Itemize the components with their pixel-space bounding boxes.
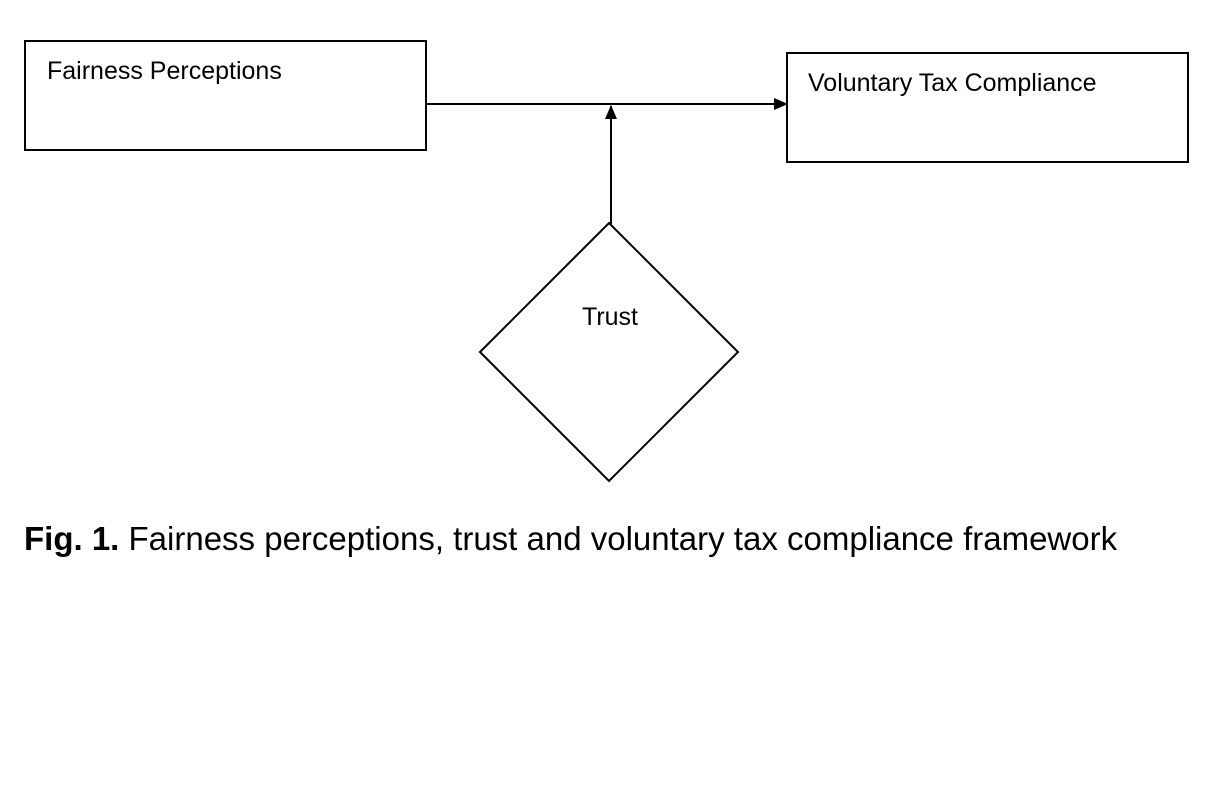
trust-label: Trust bbox=[582, 303, 638, 331]
trust-node: Trust bbox=[478, 221, 740, 483]
trust-diamond bbox=[478, 221, 740, 483]
figure-caption-text: Fairness perceptions, trust and voluntar… bbox=[119, 520, 1118, 557]
voluntary-tax-compliance-node: Voluntary Tax Compliance bbox=[786, 52, 1189, 163]
voluntary-tax-compliance-box bbox=[786, 52, 1189, 163]
fairness-perceptions-node: Fairness Perceptions bbox=[24, 40, 427, 151]
fairness-perceptions-box bbox=[24, 40, 427, 151]
voluntary-tax-compliance-label: Voluntary Tax Compliance bbox=[808, 69, 1097, 97]
figure-caption: Fig. 1. Fairness perceptions, trust and … bbox=[24, 519, 1117, 559]
figure-number: Fig. 1. bbox=[24, 520, 120, 557]
fairness-perceptions-label: Fairness Perceptions bbox=[47, 57, 282, 85]
